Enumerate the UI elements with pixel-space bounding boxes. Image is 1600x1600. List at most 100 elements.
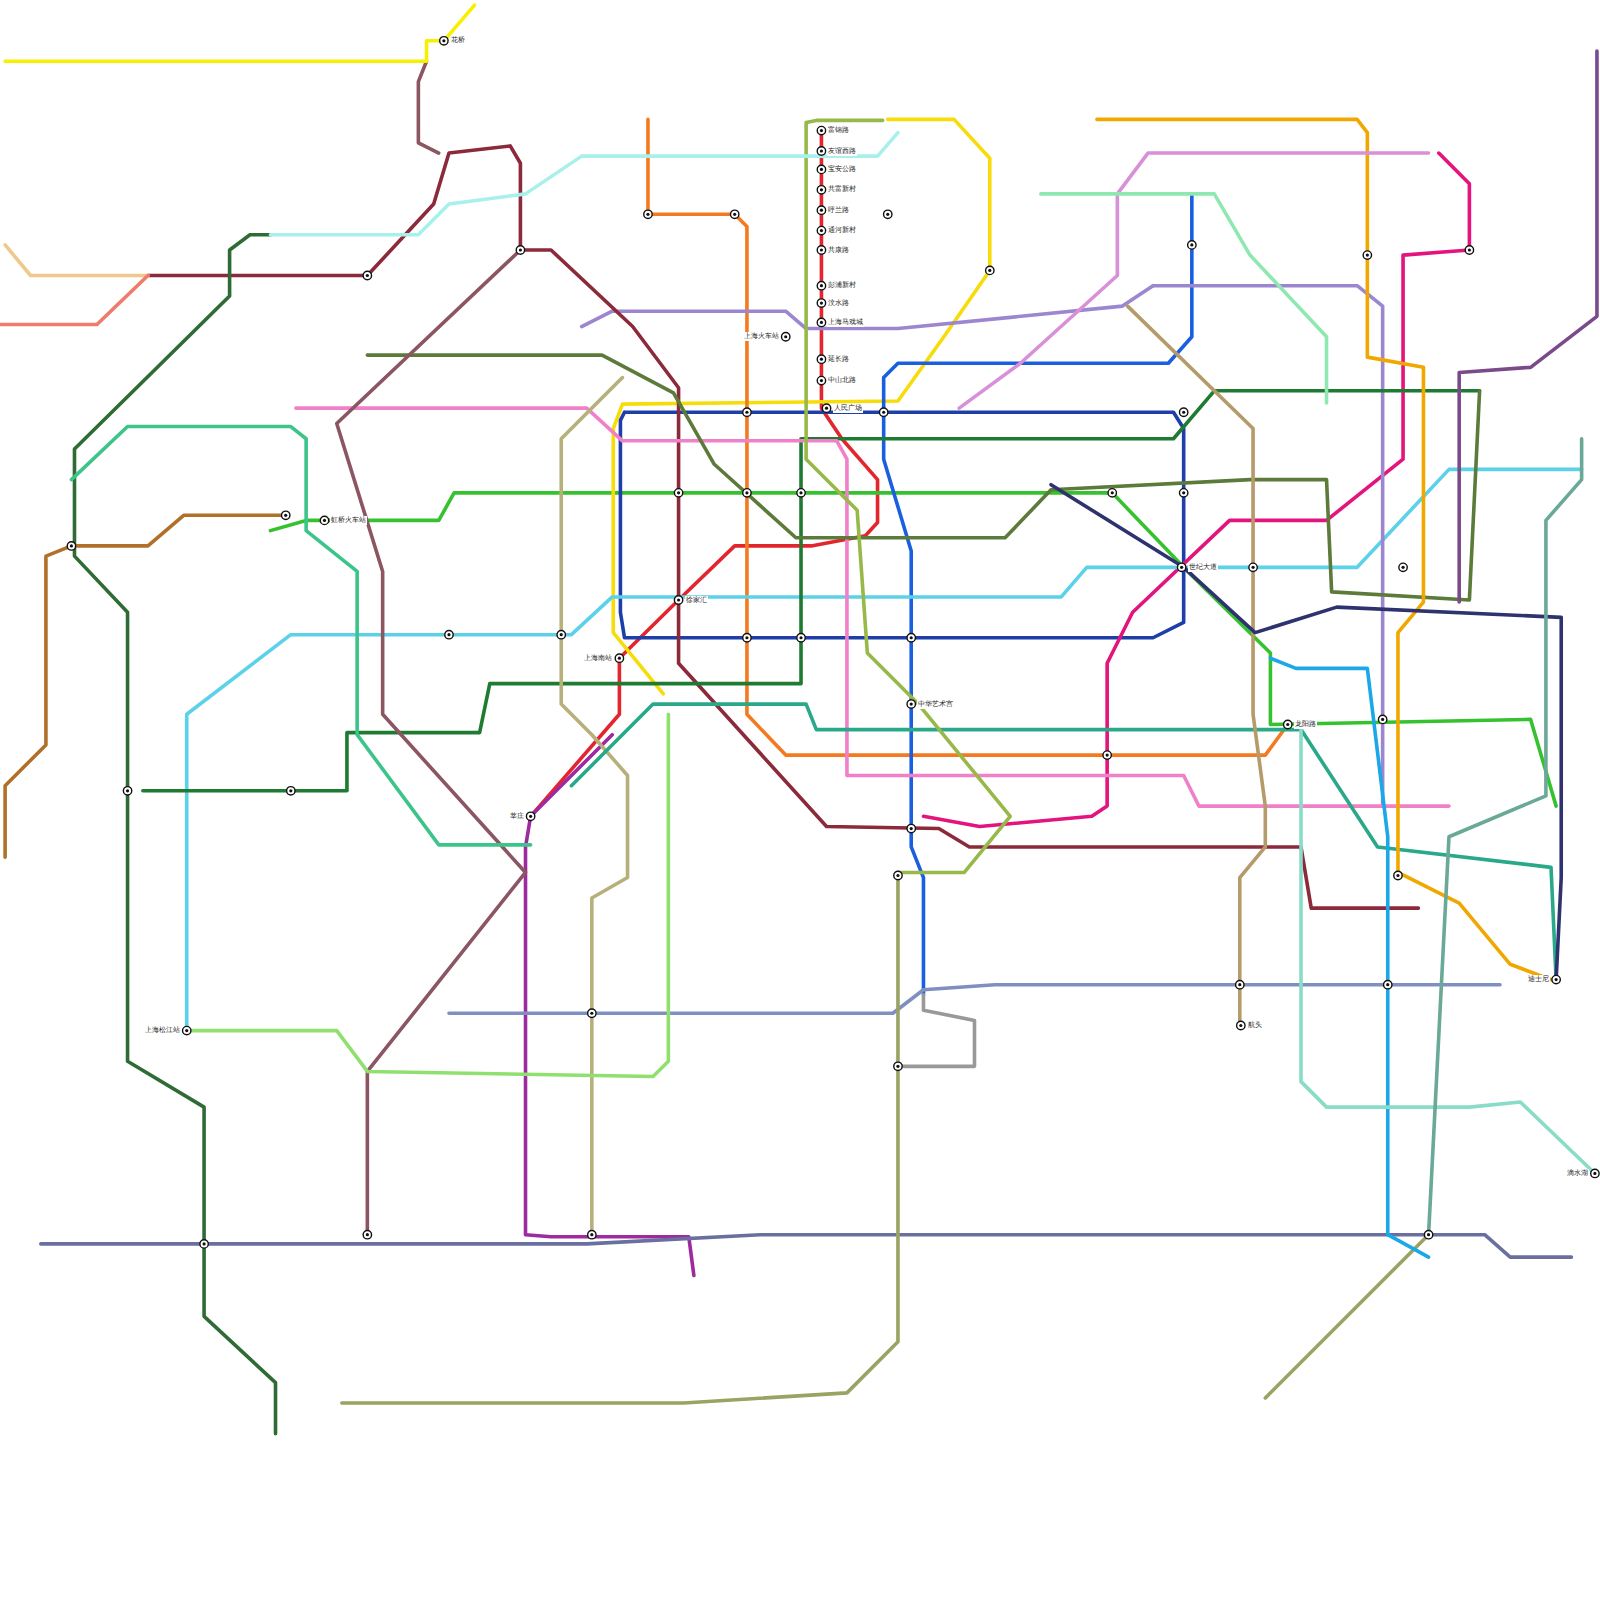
station-dot xyxy=(910,827,913,830)
metro-line xyxy=(959,194,1117,408)
station-dot xyxy=(820,301,823,304)
station-dot xyxy=(882,411,885,414)
station-dot xyxy=(284,514,287,517)
station-symbol xyxy=(67,542,75,550)
station-symbol xyxy=(363,271,371,279)
station-dot xyxy=(185,1029,188,1032)
station-dot xyxy=(1190,243,1193,246)
station-name: 彭浦新村 xyxy=(827,281,857,290)
metro-line xyxy=(806,120,1010,872)
metro-line xyxy=(187,469,1582,1030)
station-symbol xyxy=(797,489,805,497)
station-symbol xyxy=(907,824,915,832)
station-dot xyxy=(366,1233,369,1236)
station-symbol xyxy=(183,1026,191,1034)
station-symbol xyxy=(1179,489,1187,497)
station-dot xyxy=(560,633,563,636)
station-dot xyxy=(820,379,823,382)
station-symbol xyxy=(1249,563,1257,571)
station-dot xyxy=(1251,566,1254,569)
station-dot xyxy=(519,248,522,251)
station-symbol xyxy=(1177,563,1185,571)
station-name: 共康路 xyxy=(827,246,850,255)
station-name: 共富新村 xyxy=(827,185,857,194)
station-dot xyxy=(590,1012,593,1015)
station-dot xyxy=(1401,566,1404,569)
metro-line xyxy=(449,985,1500,1014)
metro-line xyxy=(1301,730,1595,1174)
station-dot xyxy=(820,129,823,132)
station-name: 滴水湖 xyxy=(1566,1169,1589,1178)
station-dot xyxy=(529,815,532,818)
station-symbol xyxy=(817,246,825,254)
station-symbol xyxy=(817,299,825,307)
station-dot xyxy=(677,491,680,494)
station-dot xyxy=(820,358,823,361)
station-dot xyxy=(784,335,787,338)
station-symbol xyxy=(445,630,453,638)
station-dot xyxy=(988,269,991,272)
metro-line xyxy=(270,133,898,235)
station-symbol xyxy=(879,408,887,416)
station-dot xyxy=(1468,248,1471,251)
metro-line xyxy=(898,995,975,1066)
station-symbol xyxy=(884,210,892,218)
metro-line xyxy=(571,704,1556,980)
station-dot xyxy=(1427,1233,1430,1236)
station-name: 友谊西路 xyxy=(827,147,857,156)
station-dot xyxy=(590,1233,593,1236)
station-symbol xyxy=(440,37,448,45)
station-symbol xyxy=(817,206,825,214)
station-dot xyxy=(366,274,369,277)
metro-line xyxy=(1270,658,1428,1257)
metro-line xyxy=(561,378,627,1235)
station-dot xyxy=(733,213,736,216)
metro-line xyxy=(418,61,438,153)
station-name: 中山北路 xyxy=(827,376,857,385)
station-dot xyxy=(1593,1172,1596,1175)
station-dot xyxy=(896,874,899,877)
metro-line xyxy=(0,276,148,325)
station-dot xyxy=(910,702,913,705)
station-dot xyxy=(1386,983,1389,986)
station-dot xyxy=(323,519,326,522)
station-name: 航头 xyxy=(1247,1021,1263,1030)
station-symbol xyxy=(894,871,902,879)
station-symbol xyxy=(907,700,915,708)
metro-line xyxy=(1459,51,1597,602)
station-dot xyxy=(820,284,823,287)
station-name: 龙阳路 xyxy=(1294,720,1317,729)
station-symbol xyxy=(588,1230,596,1238)
metro-line xyxy=(5,5,474,61)
station-symbol xyxy=(817,226,825,234)
metro-line xyxy=(270,493,1556,806)
station-dot xyxy=(1106,754,1109,757)
station-dot xyxy=(745,636,748,639)
metro-line xyxy=(1128,306,1266,1025)
station-symbol xyxy=(797,634,805,642)
station-dot xyxy=(1238,983,1241,986)
station-dot xyxy=(1180,566,1183,569)
station-name: 迪士尼 xyxy=(1527,975,1550,984)
station-symbol xyxy=(817,355,825,363)
station-dot xyxy=(820,188,823,191)
station-symbol xyxy=(986,266,994,274)
station-symbol xyxy=(516,246,524,254)
station-dot xyxy=(820,229,823,232)
station-name: 上海松江站 xyxy=(144,1026,181,1035)
metro-line xyxy=(1041,194,1327,403)
station-name: 汶水路 xyxy=(827,299,850,308)
station-dot xyxy=(820,248,823,251)
station-symbol xyxy=(817,318,825,326)
station-dot xyxy=(202,1242,205,1245)
metro-line xyxy=(1097,119,1551,979)
station-symbol xyxy=(1424,1230,1432,1238)
station-symbol xyxy=(817,147,825,155)
metro-line xyxy=(367,355,1479,600)
station-dot xyxy=(825,407,828,410)
station-symbol xyxy=(822,404,830,412)
station-dot xyxy=(677,598,680,601)
station-name: 通河新村 xyxy=(827,226,857,235)
stations xyxy=(67,37,1599,1248)
